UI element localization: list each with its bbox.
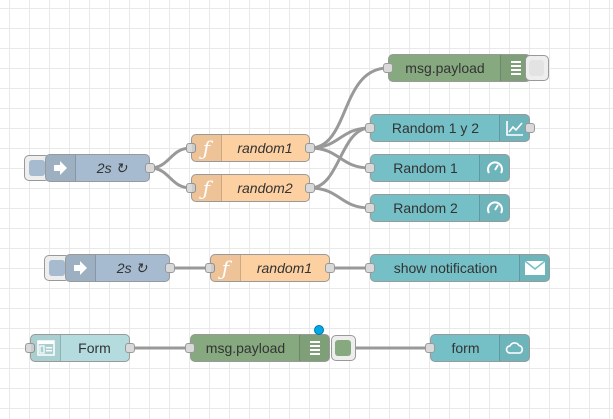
function-node-random1[interactable]: ƒ random1 — [186, 134, 315, 162]
cloud-icon — [499, 335, 529, 361]
gauge-node-input-port[interactable] — [365, 203, 375, 213]
form-output-node[interactable]: form — [425, 334, 530, 362]
inject-node[interactable]: 2s ↻ — [45, 154, 155, 182]
debug-node[interactable]: msg.payload — [185, 334, 330, 362]
function-node-input-port[interactable] — [186, 183, 196, 193]
function-node-input-port[interactable] — [205, 263, 215, 273]
debug-toggle-button[interactable] — [525, 55, 549, 81]
wire-inject1-random1[interactable] — [149, 146, 192, 170]
inject-node-output-port[interactable] — [145, 163, 155, 173]
form-output-node-label: form — [451, 340, 480, 356]
chart-node[interactable]: Random 1 y 2 — [365, 114, 535, 142]
chart-node-output-port[interactable] — [525, 123, 535, 133]
wire-random2-chart[interactable] — [309, 126, 371, 190]
form-output-node-input-port[interactable] — [425, 343, 435, 353]
function-node-label: random1 — [256, 260, 313, 276]
gauge-node-input-port[interactable] — [365, 163, 375, 173]
gauge-node-2[interactable]: Random 2 — [365, 194, 510, 222]
debug-toggle-button[interactable] — [331, 335, 356, 361]
debug-toggle-button-face — [529, 60, 544, 76]
notification-node-label: show notification — [393, 260, 498, 276]
inject-trigger-button-face — [29, 160, 45, 176]
function-node-random2[interactable]: ƒ random2 — [186, 174, 315, 202]
notification-node[interactable]: show notification — [365, 254, 550, 282]
inject-node-output-port[interactable] — [165, 263, 175, 273]
inject-node-label: 2s ↻ — [116, 259, 148, 276]
function-node-output-port[interactable] — [325, 263, 335, 273]
function-node-label: random1 — [237, 140, 293, 156]
gauge-node-label: Random 2 — [393, 200, 458, 216]
inject-trigger-button-face — [49, 260, 65, 276]
wire-inject1-random2[interactable] — [149, 166, 192, 190]
inject-node[interactable]: 2s ↻ — [65, 254, 175, 282]
chart-node-input-port[interactable] — [365, 123, 375, 133]
debug-toggle-button-face — [335, 340, 351, 356]
debug-node-label: msg.payload — [405, 60, 485, 76]
gauge-icon — [479, 155, 509, 181]
gauge-icon — [479, 195, 509, 221]
envelope-icon — [519, 255, 549, 281]
debug-node-input-port[interactable] — [383, 63, 393, 73]
function-icon: ƒ — [192, 175, 222, 201]
gauge-node-label: Random 1 — [393, 160, 458, 176]
debug-node-input-port[interactable] — [185, 343, 195, 353]
gauge-node-1[interactable]: Random 1 — [365, 154, 510, 182]
notification-node-input-port[interactable] — [365, 263, 375, 273]
form-node-label: Form — [78, 340, 111, 356]
chart-node-label: Random 1 y 2 — [391, 120, 480, 136]
function-node-output-port[interactable] — [305, 183, 315, 193]
form-icon — [31, 335, 61, 361]
function-icon: ƒ — [192, 135, 222, 161]
form-node-output-port[interactable] — [125, 343, 135, 353]
form-node-input-port[interactable] — [25, 343, 35, 353]
arrow-in-icon — [66, 255, 96, 281]
line-chart-icon — [499, 115, 529, 141]
function-node-label: random2 — [237, 180, 293, 196]
function-icon: ƒ — [211, 255, 241, 281]
function-node-input-port[interactable] — [186, 143, 196, 153]
function-node-random1[interactable]: ƒ random1 — [205, 254, 335, 282]
inject-node-label: 2s ↻ — [96, 159, 128, 176]
node-changed-indicator — [314, 325, 324, 335]
arrow-in-icon — [46, 155, 76, 181]
wire-random1-debug[interactable] — [309, 66, 389, 150]
function-node-output-port[interactable] — [305, 143, 315, 153]
debug-node[interactable]: msg.payload — [383, 54, 531, 82]
debug-list-icon — [299, 335, 329, 361]
form-node[interactable]: Form — [25, 334, 135, 362]
debug-node-label: msg.payload — [205, 340, 286, 356]
wire-random2-gauge2[interactable] — [309, 186, 371, 210]
